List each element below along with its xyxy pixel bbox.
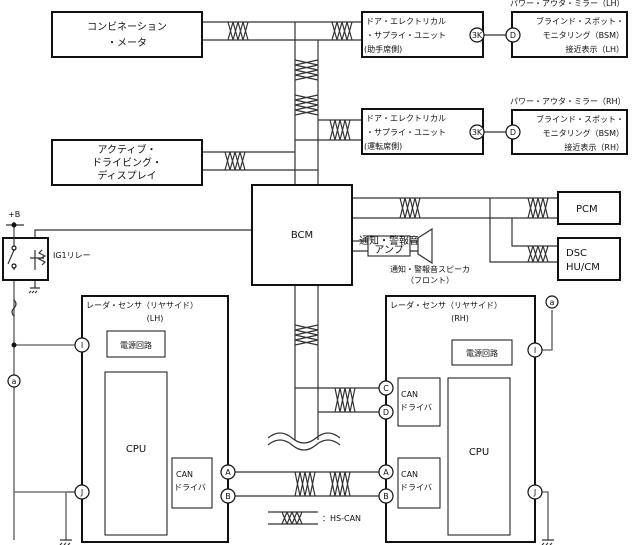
legend-symbol: [268, 511, 318, 525]
twisted-pair-mark: [224, 151, 246, 171]
pin-i: I: [81, 341, 83, 350]
can-driver-label: CAN: [401, 470, 418, 479]
mirror-lh-title: パワー・アウタ・ミラー（LH）: [510, 0, 624, 8]
power-b-label: +B: [8, 210, 20, 219]
twisted-pair-mark: [294, 94, 319, 116]
can-driver-rh-upper-box: [397, 377, 441, 427]
bsm-lh-label: ブラインド・スポット・: [536, 16, 624, 26]
pin-d: D: [383, 408, 389, 417]
bsm-lh-label: モニタリング（BSM）: [543, 30, 624, 40]
pin-d: D: [510, 128, 516, 137]
fuse-icon: [11, 299, 17, 317]
pin-a: A: [225, 468, 231, 477]
can-driver-lh-box: [171, 457, 213, 509]
power-circuit-label: 電源回路: [466, 348, 498, 358]
radar-rh-label: (RH): [451, 314, 469, 323]
pin-a: A: [383, 468, 389, 477]
dsc-box: [557, 237, 621, 281]
pin-j: J: [533, 488, 536, 497]
active-display-label: ドライビング・: [92, 156, 162, 169]
door-esu-lh-label: ドア・エレクトリカル: [366, 17, 446, 26]
pin-b: B: [225, 492, 231, 501]
can-bus-wires: [202, 21, 558, 497]
pcm-label: PCM: [576, 204, 598, 215]
door-esu-rh-label: (運転席側): [364, 141, 402, 151]
amp-label: 通知・警報音: [359, 234, 419, 247]
twisted-pair-mark: [331, 21, 353, 41]
active-display-label: ディスプレイ: [97, 169, 156, 182]
combination-meter-label: コンビネーション: [87, 21, 167, 33]
cpu-lh-box: [104, 371, 168, 536]
twisted-pair-mark: [227, 21, 249, 41]
ref-a-marker: a: [550, 298, 555, 307]
active-display-box: [51, 139, 203, 186]
bsm-lh-box: [511, 11, 628, 58]
speaker-label: 通知・警報音スピーカ: [390, 264, 470, 274]
twisted-pair-mark: [399, 197, 421, 219]
bsm-rh-label: ブラインド・スポット・: [536, 114, 624, 124]
radar-lh-label: (LH): [147, 314, 164, 323]
pcm-box: [557, 191, 621, 225]
pin-c: C: [383, 384, 389, 393]
pin-d: D: [510, 31, 516, 40]
amp-label: アンプ: [374, 244, 403, 256]
door-esu-lh-label: (助手席側): [364, 44, 402, 54]
twisted-pair-mark: [294, 471, 316, 497]
power-circuit-rh-box: [451, 339, 513, 366]
pin-j: J: [80, 488, 83, 497]
legend-hs-can-label: ：HS-CAN: [322, 514, 361, 523]
cpu-label: CPU: [126, 444, 146, 455]
bcm-box: [251, 184, 353, 286]
amp-box: [367, 235, 411, 257]
door-esu-rh-label: ・サプライ・ユニット: [366, 128, 446, 137]
bsm-rh-label: 接近表示（RH）: [564, 142, 624, 152]
dsc-label: DSC: [566, 248, 587, 259]
bsm-lh-label: 接近表示（LH）: [566, 44, 624, 54]
twisted-pair-mark: [294, 324, 319, 346]
ground-icon: [59, 539, 554, 545]
bcm-label: BCM: [291, 230, 313, 241]
can-driver-label: ドライバ: [400, 403, 432, 412]
pin-b: B: [383, 492, 389, 501]
speaker-label: （フロント）: [406, 276, 454, 285]
pin-i: I: [534, 346, 536, 355]
can-driver-rh-lower-box: [397, 457, 441, 509]
twisted-pair-mark: [329, 119, 351, 141]
pin-3k: 3K: [472, 128, 483, 137]
radar-lh-label: レーダ・センサ（リヤサイド）: [86, 300, 198, 310]
power-circuit-label: 電源回路: [120, 340, 152, 350]
ig1-relay-label: IG1リレー: [53, 251, 91, 260]
door-esu-lh-box: [361, 11, 484, 58]
combination-meter-label: ・メータ: [107, 37, 147, 49]
door-esu-lh-label: ・サプライ・ユニット: [366, 31, 446, 40]
ref-a-marker: a: [12, 377, 17, 386]
active-display-label: アクティブ・: [98, 143, 157, 156]
cpu-rh-box: [447, 377, 511, 536]
power-circuit-lh-box: [106, 330, 166, 358]
dsc-label: HU/CM: [566, 262, 600, 273]
twisted-pair-mark: [527, 197, 549, 219]
combination-meter-box: [51, 11, 203, 58]
bsm-rh-label: モニタリング（BSM）: [543, 128, 624, 138]
speaker-icon: [417, 227, 433, 265]
twisted-pair-mark: [281, 511, 303, 525]
mirror-rh-title: パワー・アウタ・ミラー（RH）: [510, 97, 626, 106]
door-esu-rh-label: ドア・エレクトリカル: [366, 114, 446, 123]
twisted-pair-marks: [224, 21, 549, 525]
twisted-pair-mark: [334, 387, 356, 413]
twisted-pair-mark: [294, 59, 319, 81]
can-driver-label: CAN: [401, 390, 418, 399]
can-driver-label: ドライバ: [400, 483, 432, 492]
ground-icon: [28, 287, 40, 294]
can-driver-label: ドライバ: [174, 483, 206, 492]
cpu-label: CPU: [469, 447, 489, 458]
twisted-pair-mark: [329, 471, 351, 497]
twisted-pair-mark: [527, 245, 549, 263]
can-driver-label: CAN: [176, 470, 193, 479]
pin-3k: 3K: [472, 31, 483, 40]
radar-rh-label: レーダ・センサ（リヤサイド）: [390, 300, 502, 310]
